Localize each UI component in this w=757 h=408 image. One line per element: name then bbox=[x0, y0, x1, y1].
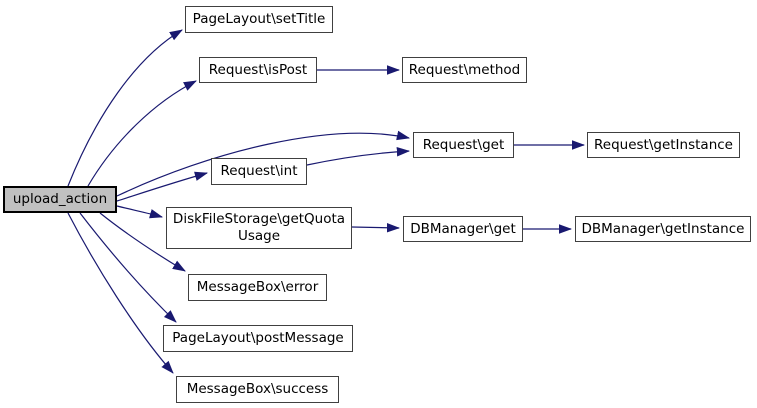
edge-upload-action-to-int bbox=[116, 171, 209, 202]
edge-int-to-get bbox=[306, 146, 411, 166]
node-request-get[interactable]: Request\get bbox=[413, 132, 514, 158]
edge-upload-action-to-diskquota bbox=[116, 205, 164, 219]
edge-upload-action-to-error bbox=[99, 212, 186, 272]
node-upload-action[interactable]: upload_action bbox=[3, 186, 117, 213]
edge-upload-action-to-success bbox=[67, 212, 174, 374]
edge-diskquota-to-dbget bbox=[351, 222, 401, 233]
node-dbmanager-get[interactable]: DBManager\get bbox=[403, 216, 523, 242]
edge-upload-action-to-ispost bbox=[87, 80, 197, 187]
node-messagebox-success[interactable]: MessageBox\success bbox=[176, 376, 339, 403]
node-request-getinstance[interactable]: Request\getInstance bbox=[587, 132, 740, 158]
node-messagebox-error[interactable]: MessageBox\error bbox=[188, 274, 327, 301]
node-request-int[interactable]: Request\int bbox=[211, 158, 307, 185]
node-diskfilestorage-getquotausage[interactable]: DiskFileStorage\getQuota Usage bbox=[166, 207, 352, 249]
node-pagelayout-settitle[interactable]: PageLayout\setTitle bbox=[185, 6, 333, 33]
node-pagelayout-postmessage[interactable]: PageLayout\postMessage bbox=[163, 325, 353, 352]
edge-upload-action-to-postmessage bbox=[79, 212, 177, 323]
node-label-line2: Usage bbox=[237, 228, 281, 244]
node-request-ispost[interactable]: Request\isPost bbox=[199, 57, 317, 83]
edge-upload-action-to-settitle bbox=[67, 29, 183, 187]
node-request-method[interactable]: Request\method bbox=[402, 57, 527, 83]
node-label-line1: DiskFileStorage\getQuota bbox=[172, 211, 346, 228]
edge-upload-action-to-get bbox=[116, 130, 411, 197]
node-dbmanager-getinstance[interactable]: DBManager\getInstance bbox=[575, 216, 751, 242]
